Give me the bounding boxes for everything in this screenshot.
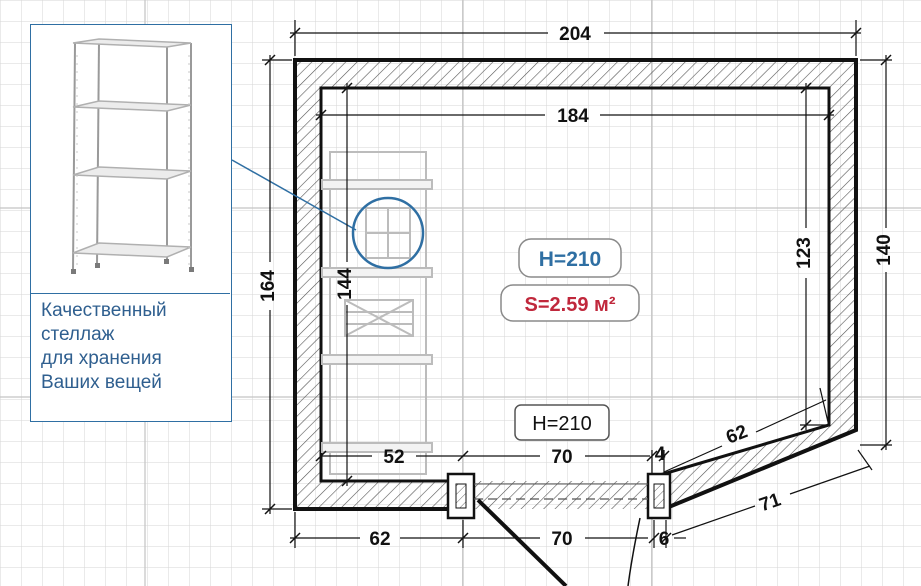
dim-outer-width: 204	[559, 24, 591, 45]
dim-outer-bottom-right: 6	[659, 529, 670, 550]
dim-inner-height-right: 123	[794, 237, 815, 269]
area-badge	[500, 284, 640, 322]
shelf-drawing	[71, 38, 194, 274]
door-swing-arc	[627, 517, 641, 586]
caption-line: стеллаж	[41, 324, 115, 345]
shelf-caption: Качественный стеллаж для хранения Ваших …	[41, 299, 226, 395]
dim-inner-bottom-right: 4	[655, 444, 666, 465]
caption-line: Ваших вещей	[41, 372, 162, 393]
door-leaf	[476, 498, 568, 586]
caption-line: Качественный	[41, 300, 167, 321]
callout-line	[231, 159, 357, 231]
area-label: S=2.59 м²	[525, 294, 616, 316]
dim-outer-bottom-left: 62	[369, 529, 390, 550]
dim-outer-height-left: 164	[258, 270, 279, 302]
dimension-lines	[262, 20, 892, 548]
shelf-inset-panel: Качественный стеллаж для хранения Ваших …	[30, 24, 232, 422]
ceiling-height-badge	[518, 238, 622, 278]
dim-inner-bottom-door: 70	[551, 447, 572, 468]
dim-inner-width: 184	[557, 106, 589, 127]
dimension-ticks	[264, 27, 892, 544]
ceiling-height-label: H=210	[539, 248, 601, 271]
dim-inner-bottom-left: 52	[383, 447, 404, 468]
shelf-illustration	[31, 25, 230, 294]
outer-wall-outline	[293, 58, 858, 511]
dim-outer-height-right: 140	[874, 234, 895, 266]
caption-line: для хранения	[41, 348, 162, 369]
shelf-outline	[321, 151, 433, 475]
callout-circle	[351, 196, 425, 270]
dim-outer-bottom-door: 70	[551, 529, 572, 550]
door-height-badge	[514, 404, 610, 441]
door-height-label: H=210	[532, 413, 592, 435]
dim-inner-height-left: 144	[335, 268, 356, 300]
door-jamb-left	[446, 472, 476, 520]
